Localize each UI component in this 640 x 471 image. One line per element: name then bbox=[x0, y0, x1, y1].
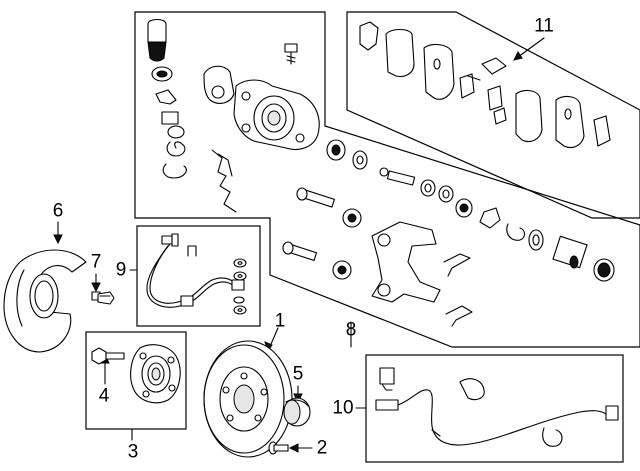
abs-sensor bbox=[375, 367, 619, 447]
rotor-screw bbox=[268, 441, 289, 455]
abs-sensor-box bbox=[365, 354, 624, 463]
brake-hose-box bbox=[136, 225, 261, 327]
caliper-parts bbox=[147, 18, 615, 327]
callout-1: 1 bbox=[274, 310, 286, 332]
callout-11: 11 bbox=[534, 15, 554, 37]
callout-8: 8 bbox=[345, 319, 357, 341]
brake-pad-set bbox=[359, 21, 611, 149]
callout-4: 4 bbox=[98, 385, 110, 407]
callout-2: 2 bbox=[316, 437, 328, 459]
brake-hose bbox=[146, 233, 247, 315]
hub-bearing-box bbox=[85, 331, 187, 430]
callout-6: 6 bbox=[52, 200, 64, 222]
callout-9: 9 bbox=[115, 259, 127, 281]
hub-bearing bbox=[91, 344, 181, 404]
callout-3: 3 bbox=[127, 441, 139, 463]
callout-10: 10 bbox=[332, 397, 354, 419]
dust-shield bbox=[3, 249, 87, 353]
callout-7: 7 bbox=[90, 251, 102, 273]
brake-rotor bbox=[203, 340, 293, 458]
callout-5: 5 bbox=[292, 363, 304, 385]
hub-cap bbox=[283, 397, 311, 427]
pad-set-box bbox=[346, 11, 640, 219]
shield-bolt bbox=[91, 291, 115, 305]
caliper-assembly-box bbox=[134, 11, 640, 348]
